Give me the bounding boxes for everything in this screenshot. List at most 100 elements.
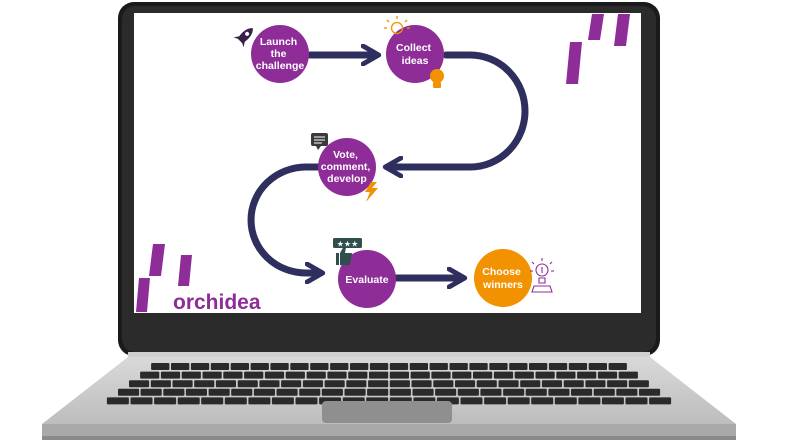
keyboard-key [507,397,530,405]
keyboard-key [368,380,389,388]
keyboard-key [264,371,285,379]
keyboard-key [118,388,140,396]
keyboard-key [433,380,454,388]
keyboard-key [172,380,193,388]
keyboard-key [324,380,345,388]
keyboard-key [554,397,577,405]
keyboard-key [350,363,369,370]
keyboard-key [276,388,298,396]
keyboard-key [556,371,576,379]
keyboard-key [140,371,160,379]
keyboard-key [525,388,547,396]
svg-text:★★★: ★★★ [337,240,359,249]
keyboard-key [529,363,548,370]
keyboard-key [259,380,280,388]
keyboard-key [369,371,389,379]
keyboard-key [208,388,230,396]
keyboard-key [588,363,607,370]
keyboard-key [177,397,200,405]
stage-choose-label: Choose winners [482,266,524,291]
keyboard-key [223,371,243,379]
keyboard-key [348,371,368,379]
keyboard-key [295,397,318,405]
keyboard-key [593,388,615,396]
keyboard-key [531,397,554,405]
keyboard-key [281,380,302,388]
stage-launch: Launch the challenge [251,25,309,83]
process-path [247,55,529,278]
keyboard-key [452,371,472,379]
keyboard-key [568,363,588,370]
keyboard-key [290,363,309,370]
keyboard-key [563,380,584,388]
lightning-icon [365,182,378,202]
keyboard-key [503,388,525,396]
keyboard-key [106,397,129,405]
keyboard-key [548,388,570,396]
keyboard-key [535,371,555,379]
keyboard-key [435,388,457,396]
keyboard-key [140,388,162,396]
keyboard-key [628,380,649,388]
keyboard-key [476,380,497,388]
keyboard-key [460,397,483,405]
decorative-brand-bars [566,14,630,84]
rocket-icon [233,28,253,48]
keyboard-key [618,371,638,379]
keyboard-key [163,388,185,396]
keyboard-key [541,380,562,388]
keyboard-key [412,388,434,396]
keyboard-key [215,380,236,388]
keyboard-key [571,388,593,396]
keyboard-key [469,363,488,370]
keyboard-key [185,388,207,396]
keyboard-key [389,388,411,396]
keyboard-key [498,380,519,388]
laptop-hinge [128,352,650,358]
keyboard-key [607,380,628,388]
keyboard-key [250,363,269,370]
keyboard-key [253,388,275,396]
stage-launch-label: Launch the challenge [256,36,305,72]
stage-evaluate: Evaluate [338,250,396,308]
keyboard-key [389,371,409,379]
keyboard-key [389,380,410,388]
keyboard-key [625,397,648,405]
keyboard-key [210,363,230,370]
keyboard-key [230,363,249,370]
keyboard-key [202,371,222,379]
comment-icon [311,133,328,150]
keyboard-key [346,380,367,388]
keyboard-key [409,363,428,370]
keyboard-key [224,397,247,405]
keyboard-key [270,363,289,370]
keyboard-key [649,397,672,405]
keyboard-key [597,371,618,379]
stage-evaluate-label: Evaluate [345,274,388,286]
keyboard-key [429,363,448,370]
keyboard-key [160,371,181,379]
keyboard-key [389,363,409,370]
stage-vote: Vote, comment, develop [318,138,376,196]
keyboard-key [151,363,170,370]
keyboard-key [616,388,638,396]
keyboard-key [369,363,389,370]
lightbulb-icon [384,16,444,88]
keyboard-key [299,388,321,396]
keyboard-key [577,371,597,379]
stage-vote-label: Vote, comment, develop [321,149,374,185]
keyboard-key [578,397,601,405]
keyboard-key [509,363,528,370]
keyboard-key [585,380,606,388]
keyboard-key [449,363,468,370]
keyboard-key [327,371,347,379]
keyboard-key [431,371,451,379]
keyboard-key [129,380,150,388]
keyboard-key [489,363,508,370]
keyboard-key [231,388,253,396]
keyboard-key [321,388,343,396]
keyboard-key [310,363,329,370]
brand-name: orchidea [173,291,261,314]
keyboard-key [493,371,514,379]
